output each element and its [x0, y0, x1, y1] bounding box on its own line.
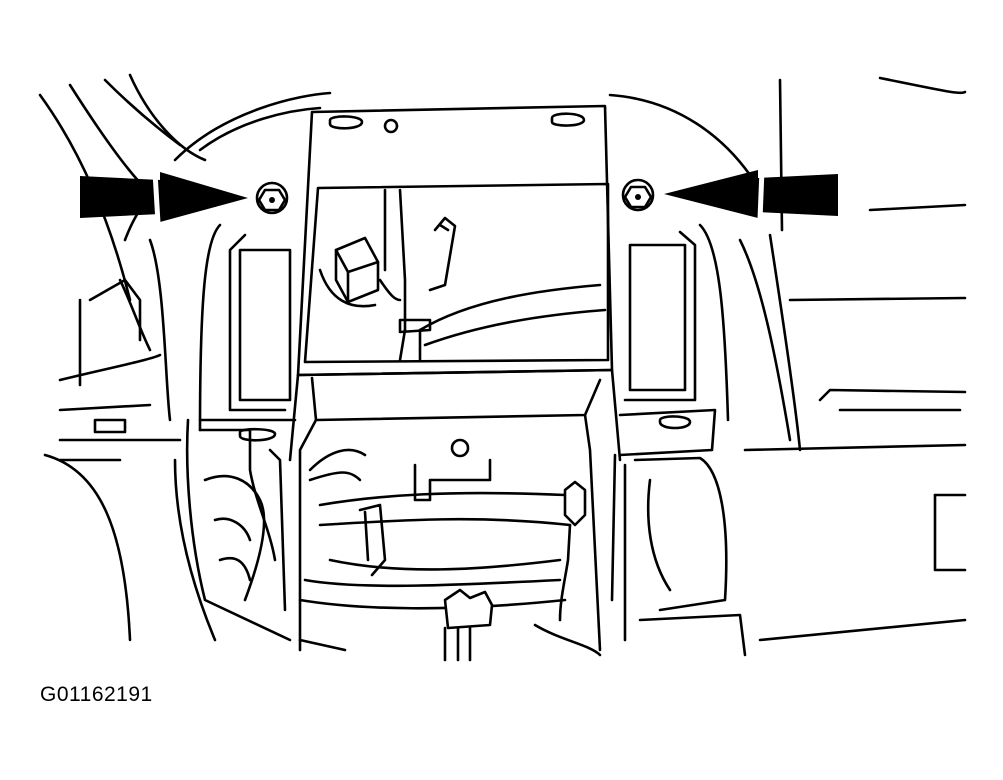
wiring-harness-upper — [318, 188, 607, 362]
wiring-harness-lower — [203, 448, 602, 662]
right-fastener-arrow — [664, 169, 838, 220]
center-mounting-bracket — [198, 104, 627, 652]
left-mounting-bolt — [255, 181, 289, 215]
bezel-surround — [173, 223, 802, 657]
figure-id-label: G01162191 — [40, 683, 153, 706]
right-mounting-bolt — [621, 178, 655, 212]
dashboard-outline — [38, 73, 967, 642]
left-fastener-arrow — [80, 171, 248, 224]
